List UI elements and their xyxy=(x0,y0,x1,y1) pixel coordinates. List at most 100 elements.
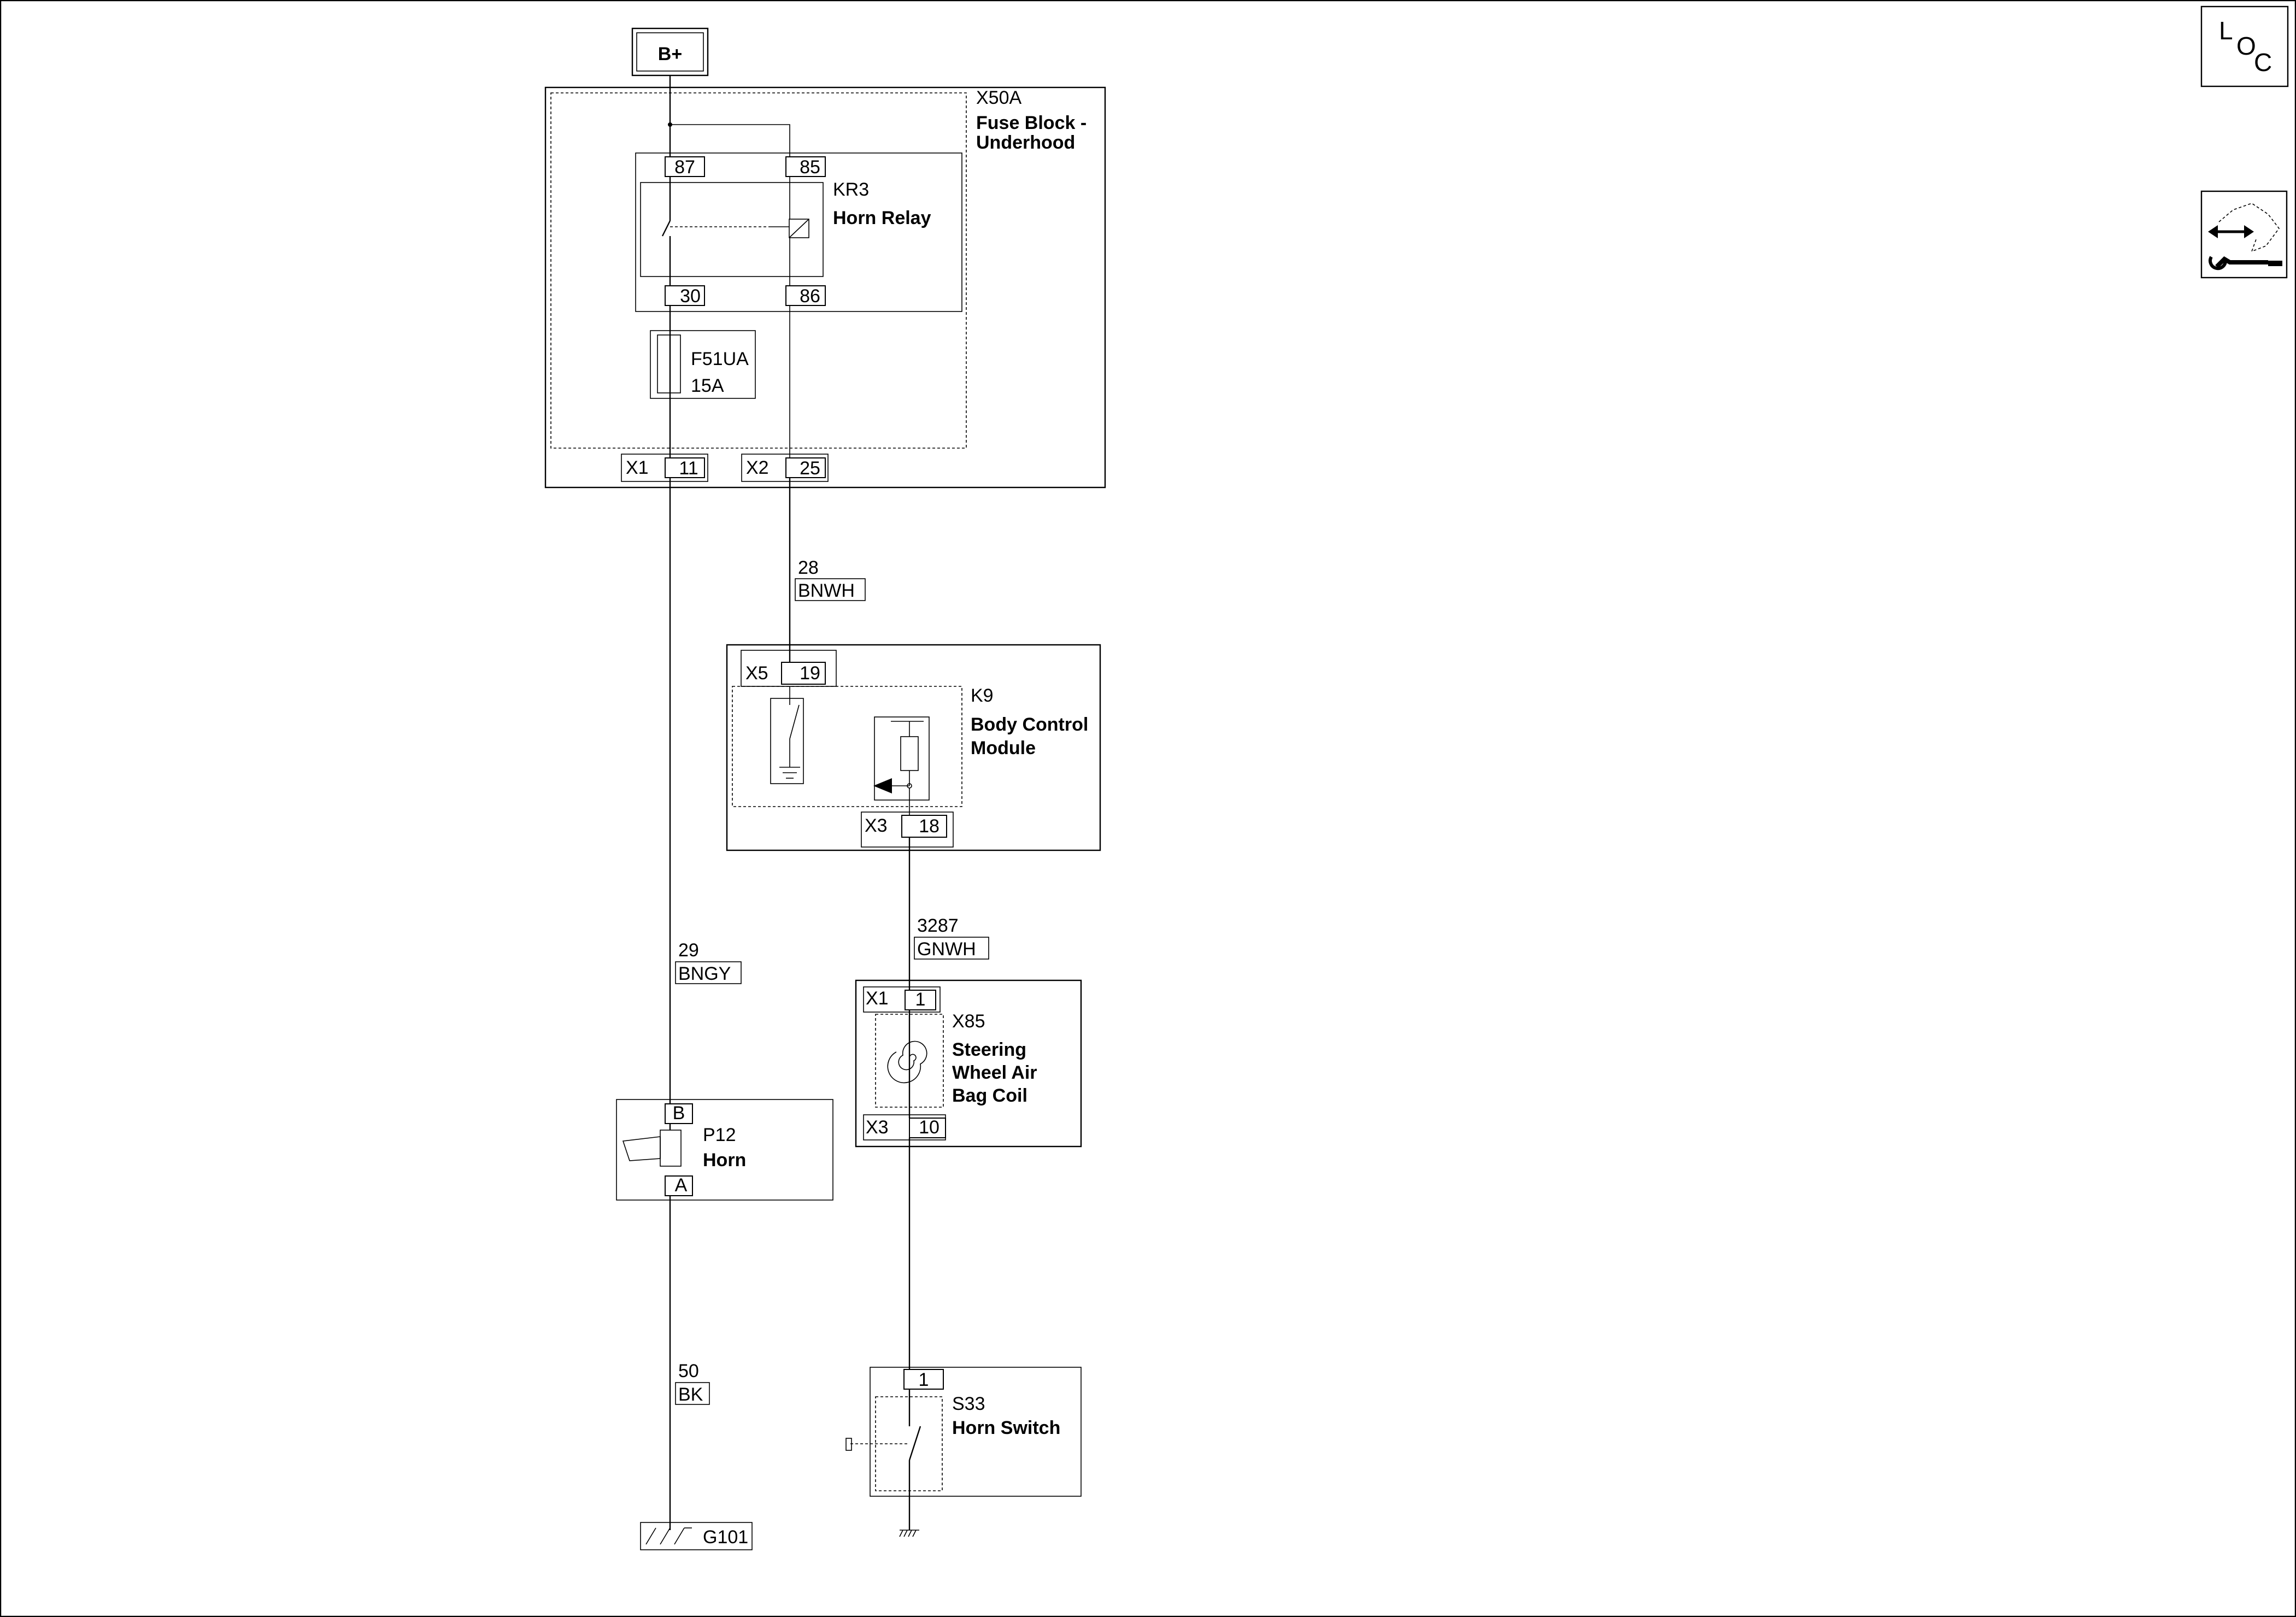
relay-pin-30-label: 30 xyxy=(680,286,701,307)
wire-label-3287: 3287 GNWH xyxy=(914,915,989,960)
connector-x1-label: X1 xyxy=(626,457,649,478)
bcm-x3-pin: 18 xyxy=(919,816,939,837)
fuse-block-outline xyxy=(544,86,1106,489)
relay-pin-85 xyxy=(785,156,826,177)
steering-wheel-airbag-coil[interactable]: X1 1 X85 Steering Wheel Air Bag Coil X3 … xyxy=(855,979,1082,1148)
relay-pin-30 xyxy=(665,285,705,306)
coil-name-1: Steering xyxy=(952,1039,1026,1060)
ground-outline xyxy=(640,1522,753,1550)
bcm-name-2: Module xyxy=(971,738,1036,758)
relay-inner xyxy=(640,182,824,277)
coil-x1-label: X1 xyxy=(866,988,889,1009)
horn-pin-b xyxy=(665,1103,693,1124)
body-control-module[interactable]: K9 Body Control Module X5 19 X3 xyxy=(726,644,1101,851)
fuse-rating: 15A xyxy=(691,375,724,396)
wire-label-28: 28 BNWH xyxy=(795,557,866,601)
horn-icon xyxy=(622,1136,661,1161)
bcm-low-side-driver xyxy=(770,698,804,784)
horn-switch-id: S33 xyxy=(952,1393,985,1414)
coil-x1-pin: 1 xyxy=(915,989,926,1010)
relay-contact xyxy=(661,220,671,237)
wire-29-color: BNGY xyxy=(678,963,731,984)
bcm-x3-label: X3 xyxy=(865,815,888,836)
wire-50-color: BK xyxy=(678,1384,703,1405)
wire-28-circuit: 28 xyxy=(798,557,819,578)
horn-switch-actuator xyxy=(845,1438,852,1451)
fuse-outline xyxy=(650,330,756,399)
connector-x1-pin: 11 xyxy=(679,458,698,479)
connector-view-button[interactable] xyxy=(2200,190,2288,279)
relay-pin-86-label: 86 xyxy=(800,286,820,307)
battery-terminal[interactable]: B+ xyxy=(631,27,709,77)
fuse-f51ua[interactable]: F51UA 15A xyxy=(650,330,756,399)
location-letter-c: C xyxy=(2254,48,2272,77)
relay-pin-86 xyxy=(785,285,826,306)
coil-id: X85 xyxy=(952,1011,985,1032)
fuse-block-connector-x1: X1 11 xyxy=(621,454,708,482)
fuse-block-name-2: Underhood xyxy=(976,132,1075,153)
coil-connector-x3: X3 10 xyxy=(863,1114,946,1140)
fuse-block-connector-x2: X2 25 xyxy=(741,454,829,482)
horn-switch-outline xyxy=(870,1367,1082,1497)
fuse-block[interactable]: X50A Fuse Block - Underhood KR3 Horn Rel… xyxy=(544,86,1106,489)
battery-label: B+ xyxy=(658,44,682,64)
horn-pin-a-label: A xyxy=(675,1175,688,1196)
fuse-block-name-1: Fuse Block - xyxy=(976,113,1087,133)
chassis-ground-icon xyxy=(899,1530,919,1537)
bcm-x5-pin: 19 xyxy=(800,663,820,684)
bcm-pullup-resistor xyxy=(900,736,919,771)
coil-inner xyxy=(875,1014,944,1108)
location-letter-l: L xyxy=(2219,16,2233,45)
connector-x2-label: X2 xyxy=(746,457,769,478)
ground-g101[interactable]: G101 xyxy=(640,1522,753,1550)
coil-x3-pin: 10 xyxy=(919,1117,939,1138)
wire-3287-circuit: 3287 xyxy=(917,915,959,936)
fuse-symbol xyxy=(657,334,681,393)
bcm-input-circuit xyxy=(874,716,930,801)
relay-pin-85-label: 85 xyxy=(800,157,820,178)
horn-switch-contact xyxy=(908,1426,921,1461)
wire-28-color: BNWH xyxy=(798,580,855,601)
horn[interactable]: B A P12 Horn xyxy=(616,1099,833,1201)
location-letter-o: O xyxy=(2236,32,2256,60)
wire-50-circuit: 50 xyxy=(678,1361,699,1381)
wire-29-circuit: 29 xyxy=(678,940,699,961)
wire-label-29: 29 BNGY xyxy=(675,940,742,984)
wire-relay-85-feed xyxy=(670,124,790,157)
relay-name: Horn Relay xyxy=(833,208,931,228)
fuse-id: F51UA xyxy=(691,349,749,369)
bcm-input-arrow xyxy=(873,778,892,793)
ground-icon xyxy=(645,1527,692,1545)
relay-coil xyxy=(789,219,809,238)
bcm-connector-x3: X3 18 xyxy=(861,812,954,848)
wire-label-50: 50 BK xyxy=(675,1361,710,1405)
coil-outline xyxy=(855,979,1082,1148)
coil-connector-x1: X1 1 xyxy=(863,986,941,1013)
fuse-block-inner xyxy=(550,92,967,449)
bcm-connector-x5: X5 19 xyxy=(741,650,837,687)
relay-id: KR3 xyxy=(833,179,869,200)
clockspring-icon xyxy=(887,1040,927,1084)
horn-switch-pin xyxy=(903,1369,944,1390)
fuse-block-id: X50A xyxy=(976,87,1021,108)
horn-switch[interactable]: 1 S33 Horn Switch xyxy=(845,1367,1082,1537)
location-button[interactable]: L O C xyxy=(2200,5,2289,87)
coil-x3-label: X3 xyxy=(866,1117,889,1138)
horn-name: Horn xyxy=(703,1150,746,1171)
horn-switch-name: Horn Switch xyxy=(952,1418,1060,1438)
horn-pin-b-label: B xyxy=(673,1103,685,1124)
wires xyxy=(668,75,911,1530)
horn-relay[interactable]: KR3 Horn Relay 87 85 30 86 xyxy=(635,152,962,312)
connector-wrench-icon xyxy=(2208,203,2282,271)
coil-name-3: Bag Coil xyxy=(952,1085,1027,1106)
horn-pin-a xyxy=(665,1175,693,1196)
relay-outline xyxy=(635,152,962,312)
bcm-inner xyxy=(732,686,962,807)
bcm-name-1: Body Control xyxy=(971,714,1088,735)
bcm-x5-label: X5 xyxy=(745,663,768,684)
relay-pin-87-label: 87 xyxy=(674,157,695,178)
ground-label: G101 xyxy=(703,1527,748,1548)
bcm-outline xyxy=(726,644,1101,851)
bcm-id: K9 xyxy=(971,685,994,706)
